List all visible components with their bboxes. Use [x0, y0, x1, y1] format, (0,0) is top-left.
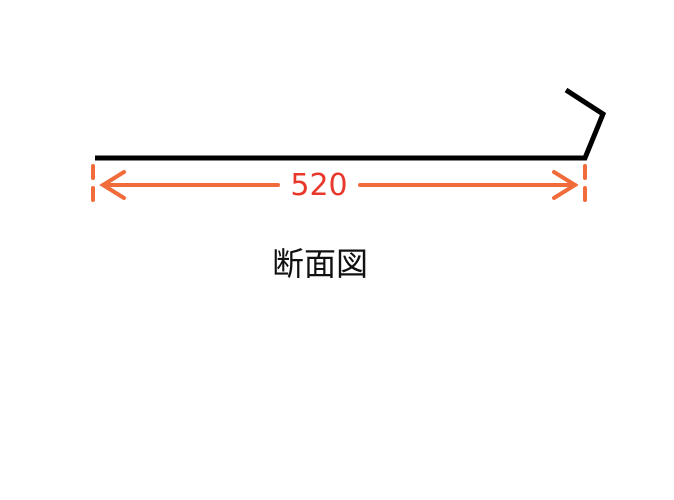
left-arrowhead-icon	[99, 170, 126, 200]
right-arrowhead-icon	[552, 170, 579, 200]
dimension-value: 520	[280, 168, 358, 204]
dimension-line	[91, 164, 587, 202]
caption-cross-section: 断面図	[271, 245, 368, 283]
profile-line	[95, 87, 607, 161]
